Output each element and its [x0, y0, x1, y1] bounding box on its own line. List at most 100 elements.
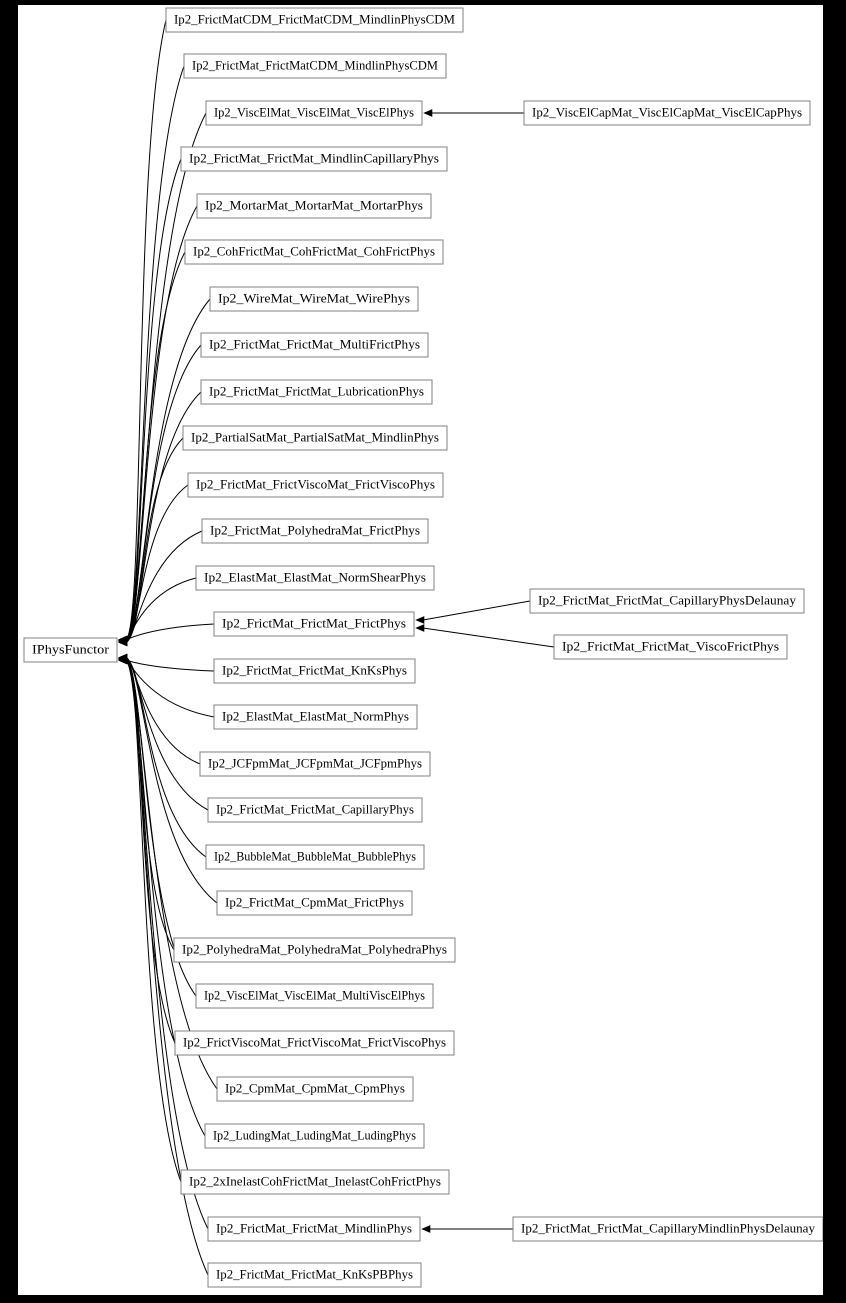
node-box[interactable]	[209, 286, 419, 312]
graph-node-Ip2_FrictMat_FrictMat_KnKsPBPhys[interactable]: Ip2_FrictMat_FrictMat_KnKsPBPhys	[207, 1262, 422, 1288]
graph-node-Ip2_PartialSatMat_PartialSatMat_MindlinPhys[interactable]: Ip2_PartialSatMat_PartialSatMat_MindlinP…	[182, 425, 448, 451]
node-box[interactable]	[180, 146, 448, 172]
graph-node-Ip2_ViscElCapMat_ViscElCapMat_ViscElCapPhys[interactable]: Ip2_ViscElCapMat_ViscElCapMat_ViscElCapP…	[523, 100, 811, 126]
graph-node-Ip2_FrictMat_FrictMat_MindlinCapillaryPhys[interactable]: Ip2_FrictMat_FrictMat_MindlinCapillaryPh…	[180, 146, 448, 172]
node-label: Ip2_2xInelastCohFrictMat_InelastCohFrict…	[189, 1174, 441, 1188]
graph-node-Ip2_FrictMat_FrictMat_FrictPhys[interactable]: Ip2_FrictMat_FrictMat_FrictPhys	[213, 611, 415, 637]
graph-node-Ip2_ElastMat_ElastMat_NormShearPhys[interactable]: Ip2_ElastMat_ElastMat_NormShearPhys	[195, 565, 435, 591]
node-label: Ip2_FrictMat_PolyhedraMat_FrictPhys	[210, 523, 420, 537]
node-box[interactable]	[183, 53, 447, 79]
node-label: Ip2_FrictMat_FrictMatCDM_MindlinPhysCDM	[192, 58, 438, 72]
graph-node-Ip2_2xInelastCohFrictMat_InelastCohFrictPhys[interactable]: Ip2_2xInelastCohFrictMat_InelastCohFrict…	[180, 1169, 450, 1195]
node-box[interactable]	[523, 100, 811, 126]
graph-node-IPhysFunctor[interactable]: IPhysFunctor	[23, 637, 118, 663]
node-label: Ip2_PolyhedraMat_PolyhedraMat_PolyhedraP…	[182, 942, 447, 956]
inheritance-graph-svg: IPhysFunctor Ip2_FrictMatCDM_FrictMatCDM_…	[23, 7, 823, 1288]
graph-node-Ip2_JCFpmMat_JCFpmMat_JCFpmPhys[interactable]: Ip2_JCFpmMat_JCFpmMat_JCFpmPhys	[199, 751, 431, 777]
edge-Ip2_FrictMat_FrictMat_CapillaryPhysDelaunay-to-Ip2_FrictMat_FrictMat_FrictPhys	[422, 600, 531, 621]
arrowhead-Ip2_FrictMat_FrictMat_KnKsPBPhys	[118, 656, 128, 665]
node-box[interactable]	[205, 100, 423, 126]
node-box[interactable]	[216, 890, 413, 916]
graph-node-Ip2_PolyhedraMat_PolyhedraMat_PolyhedraPhys[interactable]: Ip2_PolyhedraMat_PolyhedraMat_PolyhedraP…	[173, 937, 456, 963]
node-label: Ip2_JCFpmMat_JCFpmMat_JCFpmPhys	[208, 756, 422, 770]
arrowhead-Ip2_FrictMat_FrictMat_CapillaryPhysDelaunay	[415, 616, 425, 624]
node-box[interactable]	[553, 634, 788, 660]
edge-Ip2_FrictMatCDM_FrictMatCDM_MindlinPhysCDM-to-IPhysFunctor	[125, 19, 167, 640]
edge-Ip2_ElastMat_ElastMat_NormShearPhys-to-IPhysFunctor	[125, 577, 197, 640]
node-box[interactable]	[23, 637, 118, 663]
node-label: Ip2_FrictViscoMat_FrictViscoMat_FrictVis…	[183, 1035, 446, 1049]
node-box[interactable]	[165, 7, 464, 33]
graph-node-Ip2_FrictMat_FrictMat_CapillaryPhysDelaunay[interactable]: Ip2_FrictMat_FrictMat_CapillaryPhysDelau…	[529, 588, 805, 614]
graph-node-Ip2_WireMat_WireMat_WirePhys[interactable]: Ip2_WireMat_WireMat_WirePhys	[209, 286, 419, 312]
edge-Ip2_FrictMat_FrictMat_ViscoFrictPhys-to-Ip2_FrictMat_FrictMat_FrictPhys	[422, 627, 555, 648]
edge-Ip2_BubbleMat_BubbleMat_BubblePhys-to-IPhysFunctor	[125, 658, 207, 858]
node-box[interactable]	[207, 1216, 421, 1242]
node-box[interactable]	[213, 658, 416, 684]
node-box[interactable]	[207, 1262, 422, 1288]
node-box[interactable]	[213, 704, 418, 730]
graph-node-Ip2_ViscElMat_ViscElMat_MultiViscElPhys[interactable]: Ip2_ViscElMat_ViscElMat_MultiViscElPhys	[195, 983, 434, 1009]
graph-node-Ip2_ElastMat_ElastMat_NormPhys[interactable]: Ip2_ElastMat_ElastMat_NormPhys	[213, 704, 418, 730]
node-label: IPhysFunctor	[32, 642, 110, 656]
node-label: Ip2_FrictMat_FrictMat_CapillaryMindlinPh…	[521, 1221, 816, 1235]
graph-node-Ip2_FrictMat_FrictMat_CapillaryMindlinPhysDelaunay[interactable]: Ip2_FrictMat_FrictMat_CapillaryMindlinPh…	[512, 1216, 823, 1242]
edge-Ip2_FrictMat_FrictMat_MindlinCapillaryPhys-to-IPhysFunctor	[125, 158, 182, 642]
node-box[interactable]	[205, 844, 425, 870]
node-box[interactable]	[207, 797, 423, 823]
graph-node-Ip2_FrictMatCDM_FrictMatCDM_MindlinPhysCDM[interactable]: Ip2_FrictMatCDM_FrictMatCDM_MindlinPhysC…	[165, 7, 464, 33]
node-box[interactable]	[213, 611, 415, 637]
diagram-surface: IPhysFunctor Ip2_FrictMatCDM_FrictMatCDM_…	[18, 5, 823, 1295]
node-box[interactable]	[195, 983, 434, 1009]
node-label: Ip2_CpmMat_CpmMat_CpmPhys	[225, 1081, 405, 1095]
node-box[interactable]	[173, 937, 456, 963]
node-label: Ip2_FrictMat_FrictMat_MindlinCapillaryPh…	[189, 151, 439, 165]
graph-node-Ip2_FrictMat_FrictMat_LubricationPhys[interactable]: Ip2_FrictMat_FrictMat_LubricationPhys	[200, 379, 433, 405]
graph-node-Ip2_LudingMat_LudingMat_LudingPhys[interactable]: Ip2_LudingMat_LudingMat_LudingPhys	[204, 1123, 425, 1149]
graph-node-Ip2_FrictMat_FrictMat_MultiFrictPhys[interactable]: Ip2_FrictMat_FrictMat_MultiFrictPhys	[200, 332, 429, 358]
node-box[interactable]	[196, 193, 432, 219]
node-box[interactable]	[174, 1030, 455, 1056]
edge-Ip2_WireMat_WireMat_WirePhys-to-IPhysFunctor	[125, 298, 211, 640]
node-label: Ip2_FrictMat_CpmMat_FrictPhys	[225, 895, 404, 909]
node-box[interactable]	[182, 425, 448, 451]
graph-node-Ip2_FrictMat_CpmMat_FrictPhys[interactable]: Ip2_FrictMat_CpmMat_FrictPhys	[216, 890, 413, 916]
edges-layer	[118, 19, 555, 1276]
graph-node-Ip2_FrictMat_PolyhedraMat_FrictPhys[interactable]: Ip2_FrictMat_PolyhedraMat_FrictPhys	[201, 518, 429, 544]
node-box[interactable]	[512, 1216, 823, 1242]
graph-node-Ip2_FrictViscoMat_FrictViscoMat_FrictViscoPhys[interactable]: Ip2_FrictViscoMat_FrictViscoMat_FrictVis…	[174, 1030, 455, 1056]
node-box[interactable]	[199, 751, 431, 777]
node-label: Ip2_FrictMat_FrictMat_KnKsPhys	[222, 663, 407, 677]
graph-node-Ip2_FrictMat_FrictViscoMat_FrictViscoPhys[interactable]: Ip2_FrictMat_FrictViscoMat_FrictViscoPhy…	[187, 472, 444, 498]
node-box[interactable]	[200, 379, 433, 405]
graph-node-Ip2_CpmMat_CpmMat_CpmPhys[interactable]: Ip2_CpmMat_CpmMat_CpmPhys	[216, 1076, 414, 1102]
node-label: Ip2_MortarMat_MortarMat_MortarPhys	[205, 198, 423, 212]
arrowhead-Ip2_ViscElCapMat_ViscElCapMat_ViscElCapPhys	[423, 109, 433, 117]
node-box[interactable]	[529, 588, 805, 614]
arrowhead-Ip2_FrictMat_FrictMat_FrictPhys	[118, 636, 128, 644]
node-label: Ip2_FrictMatCDM_FrictMatCDM_MindlinPhysC…	[174, 12, 455, 26]
graph-node-Ip2_BubbleMat_BubbleMat_BubblePhys[interactable]: Ip2_BubbleMat_BubbleMat_BubblePhys	[205, 844, 425, 870]
node-label: Ip2_ViscElCapMat_ViscElCapMat_ViscElCapP…	[532, 105, 802, 119]
node-box[interactable]	[180, 1169, 450, 1195]
node-box[interactable]	[200, 332, 429, 358]
node-box[interactable]	[187, 472, 444, 498]
graph-node-Ip2_FrictMat_FrictMat_ViscoFrictPhys[interactable]: Ip2_FrictMat_FrictMat_ViscoFrictPhys	[553, 634, 788, 660]
graph-node-Ip2_MortarMat_MortarMat_MortarPhys[interactable]: Ip2_MortarMat_MortarMat_MortarPhys	[196, 193, 432, 219]
graph-node-Ip2_CohFrictMat_CohFrictMat_CohFrictPhys[interactable]: Ip2_CohFrictMat_CohFrictMat_CohFrictPhys	[184, 239, 444, 265]
node-box[interactable]	[216, 1076, 414, 1102]
node-label: Ip2_FrictMat_FrictMat_LubricationPhys	[209, 384, 424, 398]
graph-node-Ip2_ViscElMat_ViscElMat_ViscElPhys[interactable]: Ip2_ViscElMat_ViscElMat_ViscElPhys	[205, 100, 423, 126]
node-box[interactable]	[184, 239, 444, 265]
node-label: Ip2_CohFrictMat_CohFrictMat_CohFrictPhys	[193, 244, 435, 258]
graph-node-Ip2_FrictMat_FrictMatCDM_MindlinPhysCDM[interactable]: Ip2_FrictMat_FrictMatCDM_MindlinPhysCDM	[183, 53, 447, 79]
graph-node-Ip2_FrictMat_FrictMat_CapillaryPhys[interactable]: Ip2_FrictMat_FrictMat_CapillaryPhys	[207, 797, 423, 823]
node-box[interactable]	[204, 1123, 425, 1149]
graph-node-Ip2_FrictMat_FrictMat_MindlinPhys[interactable]: Ip2_FrictMat_FrictMat_MindlinPhys	[207, 1216, 421, 1242]
edge-Ip2_FrictMat_FrictMat_KnKsPBPhys-to-IPhysFunctor	[125, 660, 209, 1276]
node-box[interactable]	[195, 565, 435, 591]
node-label: Ip2_ViscElMat_ViscElMat_MultiViscElPhys	[204, 988, 425, 1002]
node-box[interactable]	[201, 518, 429, 544]
graph-node-Ip2_FrictMat_FrictMat_KnKsPhys[interactable]: Ip2_FrictMat_FrictMat_KnKsPhys	[213, 658, 416, 684]
